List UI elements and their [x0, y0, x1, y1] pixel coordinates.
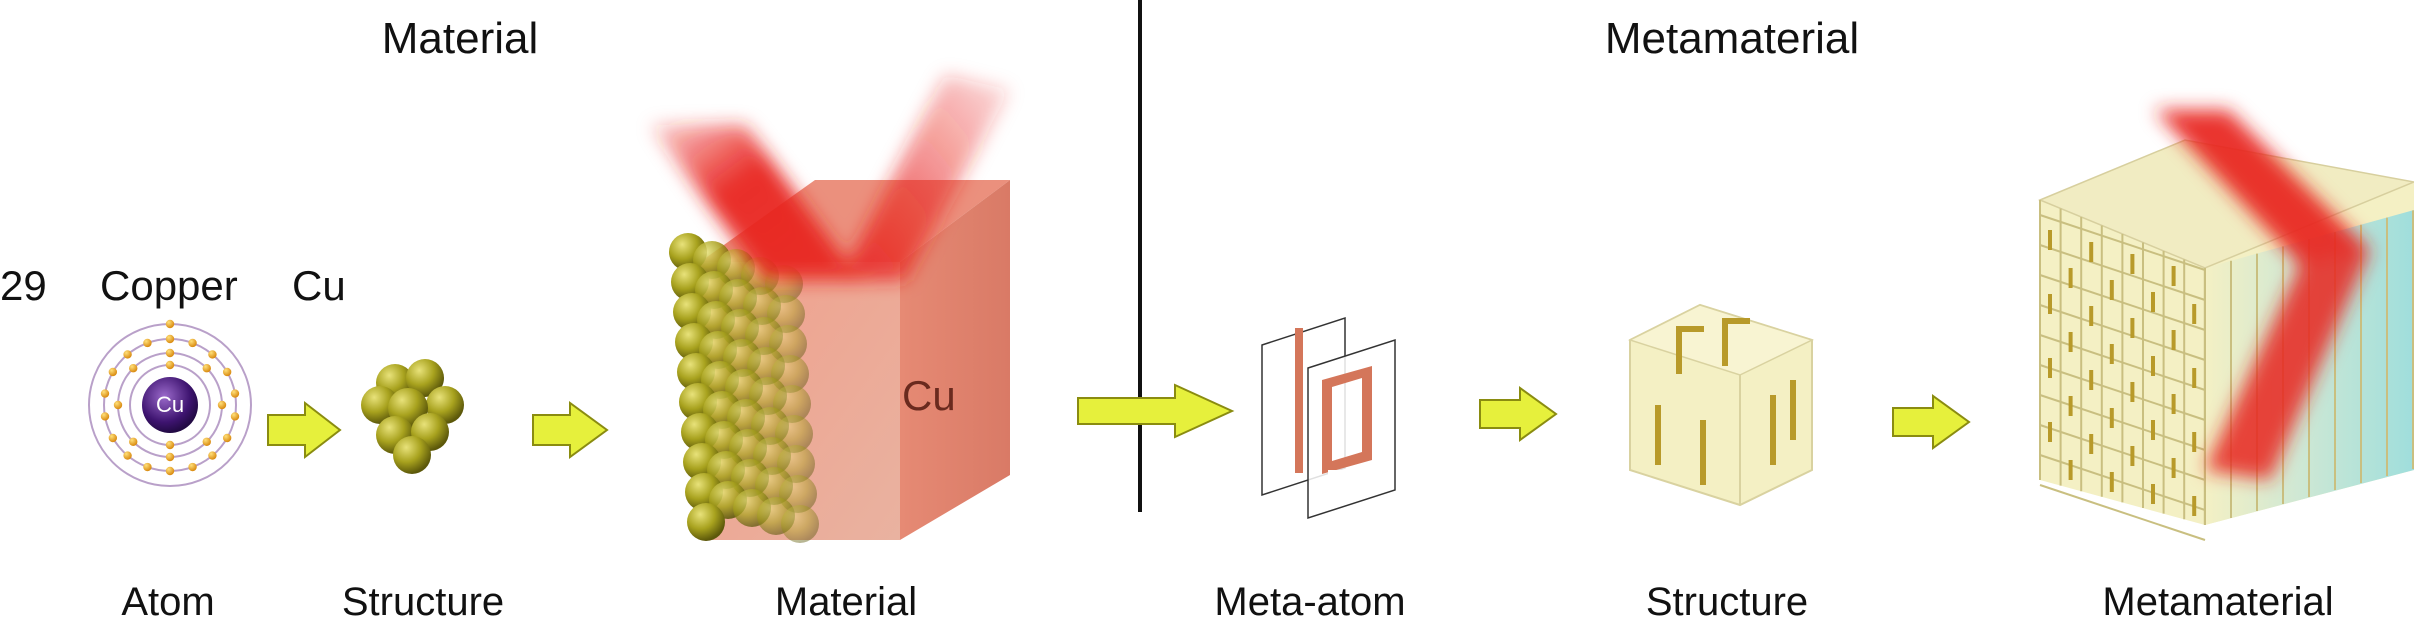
electron: [165, 319, 175, 329]
electron: [143, 338, 152, 348]
element-name: Copper: [100, 262, 238, 309]
electron: [165, 466, 175, 476]
meta-bar: [2171, 330, 2176, 350]
electron: [208, 451, 217, 460]
copper-cube: [669, 180, 1010, 543]
meta-bar: [2089, 434, 2094, 454]
electron: [100, 412, 110, 421]
meta-bar: [2048, 230, 2052, 250]
electron: [208, 350, 217, 359]
meta-bar: [2171, 394, 2176, 414]
meta-bar: [2171, 266, 2176, 286]
meta-bar: [2068, 396, 2073, 416]
meta-bar: [2192, 432, 2197, 452]
meta-bar: [2151, 420, 2155, 440]
meta-bar: [2151, 292, 2155, 312]
electron: [100, 389, 110, 398]
electron: [165, 334, 175, 344]
meta-bar: [2109, 408, 2114, 428]
metamaterial-cube: [2038, 139, 2414, 541]
meta-bar: [2068, 332, 2073, 352]
cube-material-label: Cu: [902, 372, 956, 419]
label-meta-atom: Meta-atom: [1214, 580, 1406, 624]
arrow-atom-to-structure: [267, 400, 342, 460]
light-beam-metamaterial: [2155, 110, 2370, 480]
arrow-material-to-meta: [1077, 383, 1235, 439]
electron: [222, 367, 232, 377]
meta-bar: [2048, 422, 2052, 442]
nucleus: [142, 377, 198, 433]
electron: [129, 437, 138, 446]
metamaterial-header: Metamaterial: [1604, 14, 1860, 63]
electron: [202, 437, 211, 446]
label-structure: Structure: [341, 580, 505, 624]
electron: [165, 348, 175, 358]
electron: [108, 433, 118, 443]
meta-bar: [2048, 358, 2052, 378]
meta-bar: [2089, 370, 2094, 390]
meta-bar: [2068, 268, 2073, 288]
meta-bar: [2089, 306, 2094, 326]
label-material: Material: [774, 580, 918, 624]
meta-bar: [2130, 318, 2135, 338]
meta-bar: [2192, 496, 2197, 516]
electron: [217, 400, 227, 410]
arrow-structure-to-metamaterial: [1892, 394, 1971, 450]
electron: [129, 364, 138, 373]
label-metamaterial: Metamaterial: [2102, 580, 2334, 624]
electron: [188, 462, 197, 472]
electron: [108, 367, 118, 377]
electron: [230, 412, 240, 421]
material-header: Material: [381, 14, 539, 63]
electron: [123, 350, 132, 359]
meta-bar: [2151, 356, 2155, 376]
electron: [188, 338, 197, 348]
crystal-cluster: [361, 359, 464, 474]
meta-bar: [2048, 294, 2052, 314]
meta-bar: [2089, 242, 2094, 262]
meta-bar: [2109, 344, 2114, 364]
electron: [113, 400, 123, 410]
copper-atom-model: [88, 319, 252, 487]
meta-bar: [2109, 472, 2114, 492]
meta-bar: [2192, 368, 2197, 388]
electron: [123, 451, 132, 460]
nucleus-label: Cu: [155, 392, 185, 417]
meta-bar: [2130, 446, 2135, 466]
arrow-meta-atom-to-structure: [1479, 386, 1558, 442]
copper-sphere: [687, 503, 725, 541]
electron: [202, 364, 211, 373]
meta-bar: [2171, 458, 2176, 478]
label-atom: Atom: [121, 580, 215, 624]
meta-bar: [2130, 382, 2135, 402]
meta-atom: [1261, 316, 1396, 520]
meta-bar: [2068, 460, 2073, 480]
meta-bar: [2130, 254, 2135, 274]
arrow-structure-to-material: [532, 401, 609, 459]
copper-sphere: [781, 505, 819, 543]
label-meta-structure: Structure: [1645, 580, 1809, 624]
electron: [230, 389, 240, 398]
electron: [165, 452, 175, 462]
meta-bar: [2109, 280, 2114, 300]
meta-bar: [2192, 304, 2197, 324]
meta-bar: [2151, 484, 2155, 504]
electron: [165, 360, 175, 370]
electron: [222, 433, 232, 443]
electron: [143, 462, 152, 472]
atomic-number: 29: [0, 262, 47, 309]
light-beam-copper: [650, 75, 1010, 280]
electron: [165, 440, 175, 450]
element-symbol: Cu: [292, 262, 346, 309]
meta-structure-cell: [1628, 303, 1815, 507]
